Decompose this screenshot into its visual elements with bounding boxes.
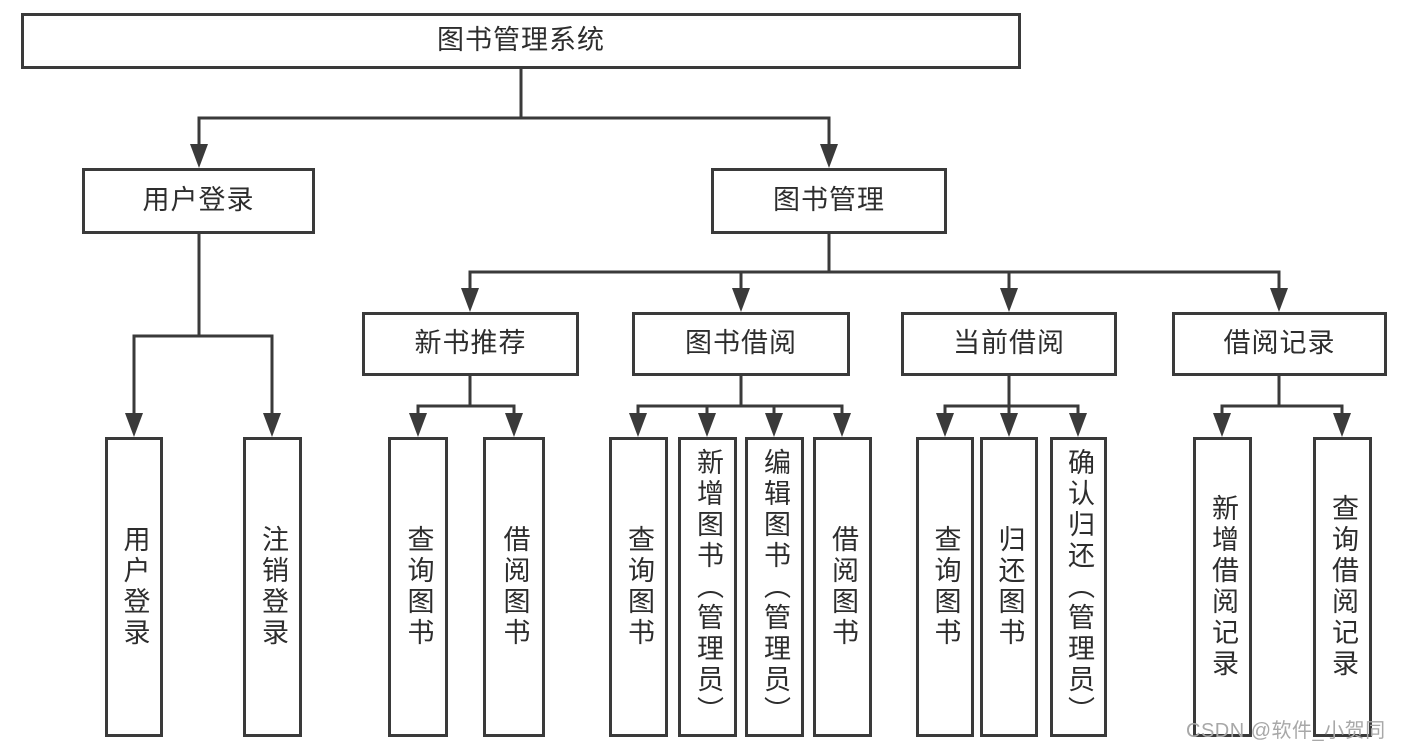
arrow-down-icon	[263, 413, 281, 437]
node-book-management: 图书管理	[711, 168, 947, 234]
leaf-br-query-record: 查询借阅记录	[1313, 437, 1372, 737]
leaf-bb-borrow-books: 借阅图书	[813, 437, 872, 737]
arrow-down-icon	[765, 413, 783, 437]
arrow-down-icon	[409, 413, 427, 437]
arrow-down-icon	[505, 413, 523, 437]
arrow-down-icon	[1213, 413, 1231, 437]
leaf-br-add-record: 新增借阅记录	[1193, 437, 1252, 737]
arrow-down-icon	[820, 144, 838, 168]
arrow-down-icon	[698, 413, 716, 437]
arrow-down-icon	[1069, 413, 1087, 437]
node-borrow-records: 借阅记录	[1172, 312, 1387, 376]
arrow-down-icon	[125, 413, 143, 437]
node-current-borrow: 当前借阅	[901, 312, 1117, 376]
node-book-borrow: 图书借阅	[632, 312, 850, 376]
connector-book-borrow-branch	[629, 374, 851, 437]
connector-book-management-branch	[461, 232, 1288, 312]
node-new-book-recommend: 新书推荐	[362, 312, 579, 376]
arrow-down-icon	[1000, 413, 1018, 437]
leaf-nbr-borrow-books: 借阅图书	[483, 437, 545, 737]
node-root-system: 图书管理系统	[21, 13, 1021, 69]
watermark-text: CSDN @软件_小贺同学	[1186, 720, 1386, 742]
arrow-down-icon	[1270, 288, 1288, 312]
arrow-down-icon	[833, 413, 851, 437]
leaf-cb-query-books: 查询图书	[916, 437, 974, 737]
connector-user-login-branch	[125, 231, 281, 437]
arrow-down-icon	[1333, 413, 1351, 437]
leaf-cb-confirm-return-admin: 确认归还（管理员）	[1050, 437, 1107, 737]
leaf-logout: 注销登录	[243, 437, 302, 737]
connector-root-to-level2	[190, 67, 838, 168]
leaf-user-login: 用户登录	[105, 437, 163, 737]
arrow-down-icon	[732, 288, 750, 312]
node-user-login-group: 用户登录	[82, 168, 315, 234]
leaf-cb-return-books: 归还图书	[980, 437, 1038, 737]
arrow-down-icon	[936, 413, 954, 437]
connector-current-borrow-branch	[936, 374, 1087, 437]
leaf-bb-add-books-admin: 新增图书（管理员）	[678, 437, 737, 737]
leaf-nbr-query-books: 查询图书	[388, 437, 448, 737]
connector-new-book-branch	[409, 374, 523, 437]
connector-borrow-records-branch	[1213, 374, 1351, 437]
arrow-down-icon	[190, 144, 208, 168]
arrow-down-icon	[461, 288, 479, 312]
leaf-bb-query-books: 查询图书	[609, 437, 668, 737]
arrow-down-icon	[1000, 288, 1018, 312]
leaf-bb-edit-books-admin: 编辑图书（管理员）	[745, 437, 804, 737]
arrow-down-icon	[629, 413, 647, 437]
